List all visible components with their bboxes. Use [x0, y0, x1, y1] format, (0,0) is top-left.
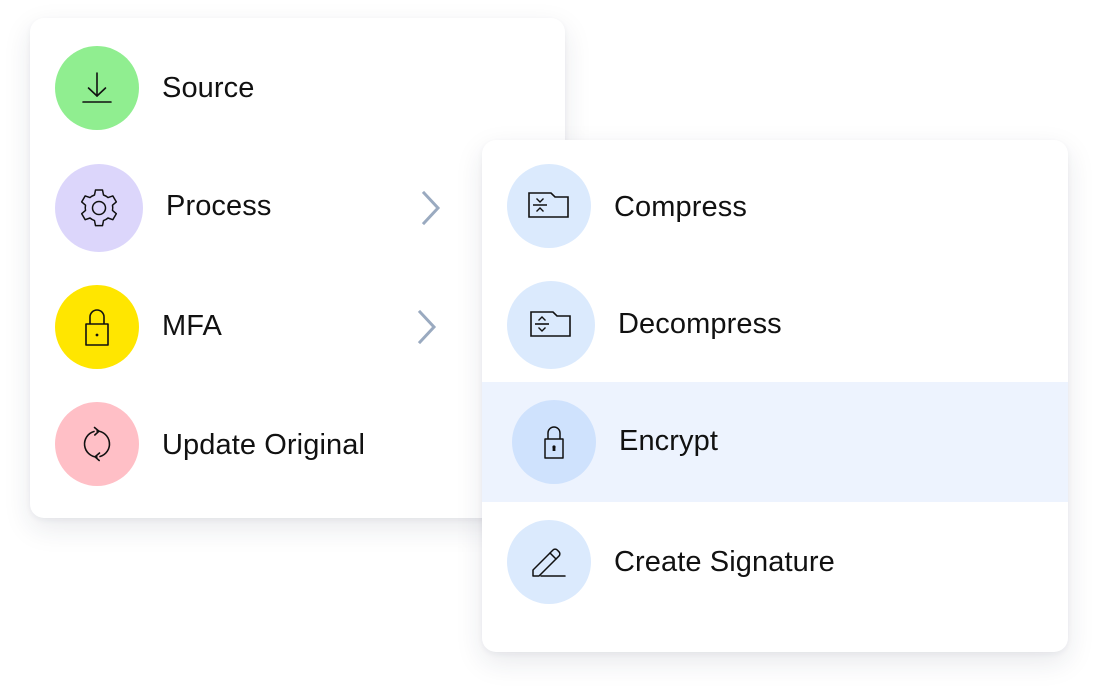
- menu-item-label: MFA: [162, 310, 222, 342]
- submenu-item-label: Decompress: [618, 308, 782, 340]
- folder-compress-icon: [507, 164, 591, 248]
- lock-icon: [55, 285, 139, 369]
- menu-item-process[interactable]: Process: [30, 147, 565, 265]
- submenu-item-decompress[interactable]: Decompress: [482, 265, 1068, 383]
- sync-icon: [55, 402, 139, 486]
- submenu-item-compress[interactable]: Compress: [482, 148, 1068, 266]
- download-icon: [55, 46, 139, 130]
- menu-item-label: Process: [166, 190, 272, 222]
- padlock-keyhole-icon: [512, 400, 596, 484]
- submenu-item-label: Compress: [614, 191, 747, 223]
- menu-item-mfa[interactable]: MFA: [30, 267, 565, 385]
- process-submenu: Compress Decompress: [482, 140, 1068, 652]
- menu-item-source[interactable]: Source: [30, 30, 565, 148]
- submenu-item-label: Encrypt: [619, 425, 719, 457]
- pencil-signature-icon: [507, 520, 591, 604]
- submenu-item-label: Create Signature: [614, 546, 835, 578]
- folder-decompress-icon: [507, 281, 595, 369]
- menu-item-label: Update Original: [162, 429, 365, 461]
- menu-item-update-original[interactable]: Update Original: [30, 385, 565, 503]
- chevron-right-icon: [418, 188, 444, 228]
- submenu-item-create-signature[interactable]: Create Signature: [482, 502, 1068, 620]
- menu-item-label: Source: [162, 72, 255, 104]
- main-menu: Source Process: [30, 18, 565, 518]
- submenu-item-encrypt[interactable]: Encrypt: [482, 382, 1068, 502]
- gear-icon: [55, 164, 143, 252]
- chevron-right-icon: [414, 307, 440, 347]
